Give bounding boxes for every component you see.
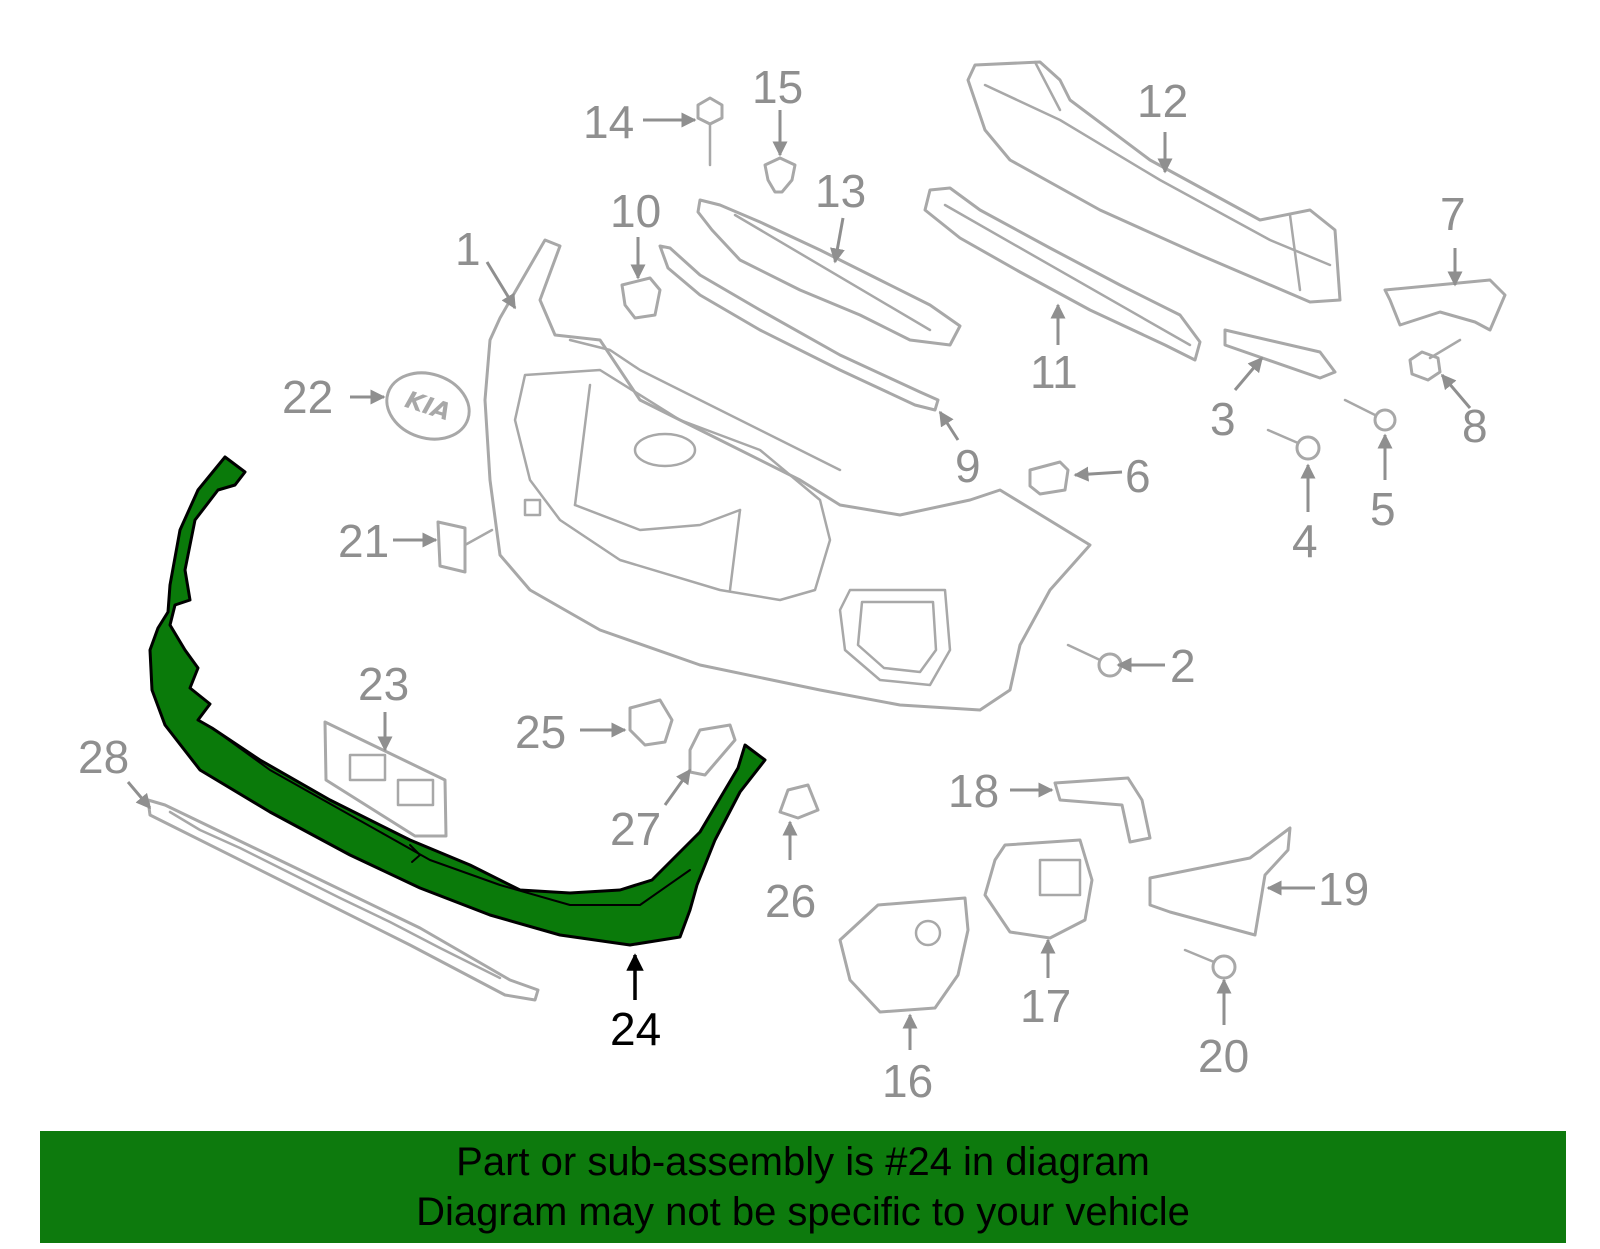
callout-15: 15: [752, 61, 803, 113]
callout-5: 5: [1370, 483, 1396, 535]
part-21-pin: [436, 520, 494, 574]
part-9-grille-strip: [658, 244, 940, 412]
callout-7: 7: [1440, 188, 1466, 240]
part-4-bolt: [1266, 428, 1321, 461]
callout-6: 6: [1125, 450, 1151, 502]
leader-lines: [126, 110, 1472, 1050]
part-11-energy-absorber: [923, 186, 1202, 362]
part-17-fog-bezel-right: [983, 838, 1094, 940]
part-22-emblem: KIA: [385, 371, 471, 441]
callout-28: 28: [78, 731, 129, 783]
callout-16: 16: [882, 1055, 933, 1107]
part-23-plate-bracket: [323, 720, 448, 838]
callout-1: 1: [455, 223, 481, 275]
part-20-bolt: [1183, 948, 1237, 980]
part-16-fog-bezel-left: [838, 896, 970, 1014]
callout-13: 13: [815, 165, 866, 217]
callout-11: 11: [1030, 346, 1078, 398]
callout-24-highlighted: 24: [610, 1003, 661, 1055]
part-19-duct: [1148, 826, 1292, 937]
part-5-screw: [1343, 398, 1397, 432]
callout-26: 26: [765, 875, 816, 927]
part-3-bracket: [1223, 328, 1337, 380]
callout-12: 12: [1137, 75, 1188, 127]
part-15-clip: [763, 156, 797, 194]
part-6-clip: [1028, 460, 1070, 496]
part-1-bumper-cover: [483, 238, 1092, 712]
banner-line-part: Part or sub-assembly is #24 in diagram: [456, 1140, 1150, 1184]
callout-23: 23: [358, 658, 409, 710]
callout-10: 10: [610, 185, 661, 237]
part-12-reinforcement-beam: [966, 60, 1342, 304]
part-13-upper-grille-molding: [696, 198, 962, 347]
callout-4: 4: [1292, 515, 1318, 567]
part-14-bolt: [696, 96, 724, 167]
info-banner: Part or sub-assembly is #24 in diagram D…: [40, 1131, 1566, 1243]
banner-line-disclaimer: Diagram may not be specific to your vehi…: [416, 1190, 1190, 1234]
part-8-bolt: [1408, 338, 1462, 382]
part-7-bracket: [1383, 278, 1507, 332]
part-24-shape: [148, 455, 767, 947]
callout-25: 25: [515, 706, 566, 758]
part-24-lower-molding-highlighted: [148, 455, 767, 947]
callout-21: 21: [338, 515, 389, 567]
callout-17: 17: [1020, 980, 1071, 1032]
part-27-bracket: [688, 723, 737, 777]
callout-3: 3: [1210, 393, 1236, 445]
part-18-bracket: [1053, 776, 1152, 844]
callout-8: 8: [1462, 400, 1488, 452]
callout-9: 9: [955, 440, 981, 492]
part-2-screw: [1066, 643, 1123, 678]
callout-27: 27: [610, 803, 661, 855]
callout-2: 2: [1170, 640, 1196, 692]
part-28-lower-strip: [146, 798, 540, 1002]
callout-22: 22: [282, 371, 333, 423]
part-26-clip: [778, 783, 820, 820]
callout-19: 19: [1318, 863, 1369, 915]
part-25-clip: [628, 698, 674, 747]
callout-14: 14: [583, 96, 634, 148]
part-10-clip: [620, 276, 662, 320]
callout-labels: 1 2 3 4 5 6 7 8 9 10 11 12 13 14 15 16 1…: [78, 61, 1488, 1107]
callout-18: 18: [948, 765, 999, 817]
callout-20: 20: [1198, 1030, 1249, 1082]
